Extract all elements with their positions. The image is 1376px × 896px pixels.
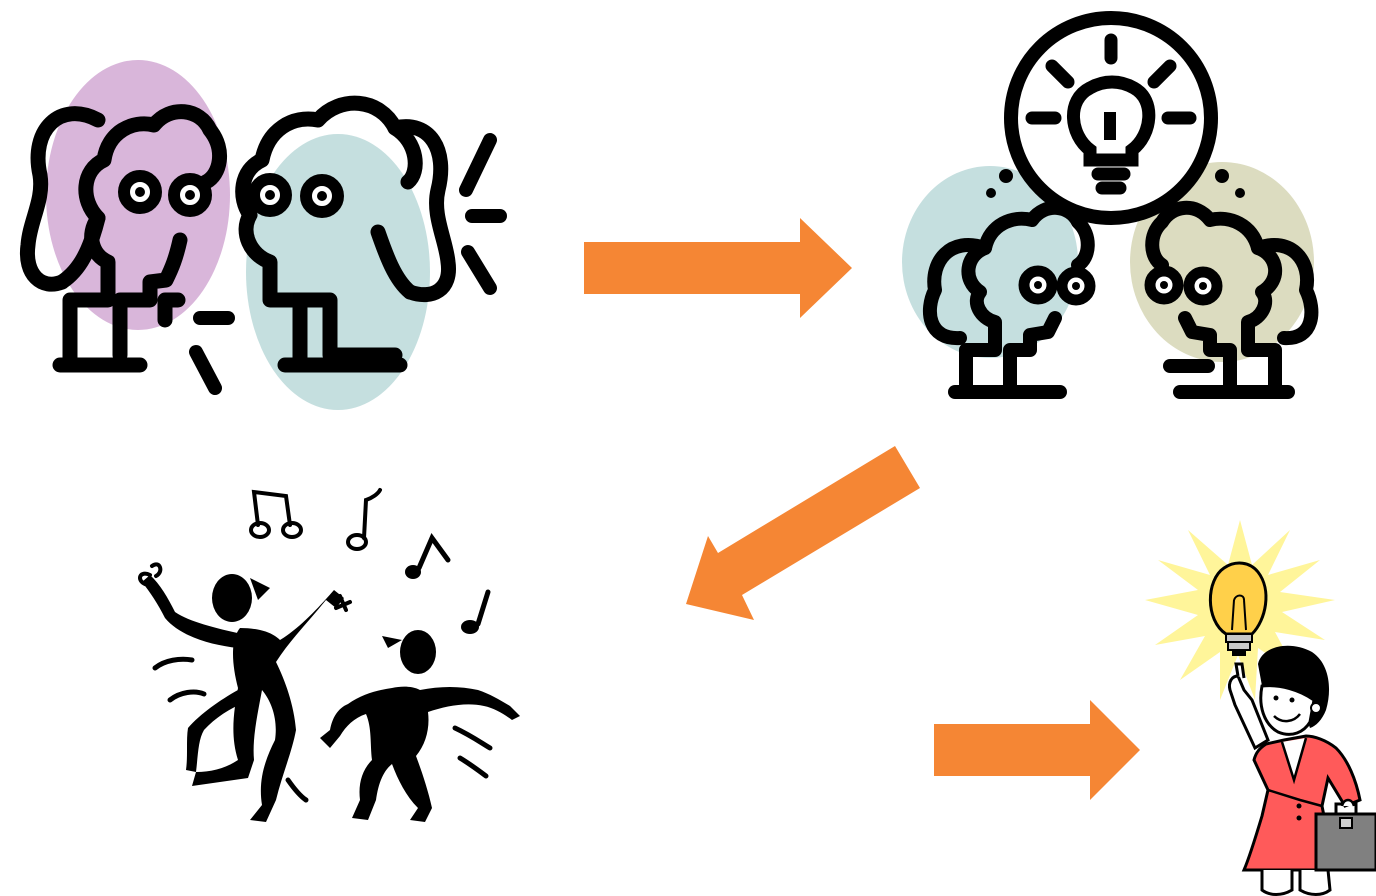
two-people-shared-idea-clipart: [902, 11, 1319, 399]
two-people-talking-clipart: [19, 60, 507, 410]
dancing-figures-clipart: [138, 488, 520, 822]
arrow-down-left: [686, 446, 920, 620]
businesswoman-idea-clipart: [1145, 520, 1376, 896]
arrow-right-top: [584, 218, 852, 318]
arrow-right-bottom: [934, 700, 1140, 800]
